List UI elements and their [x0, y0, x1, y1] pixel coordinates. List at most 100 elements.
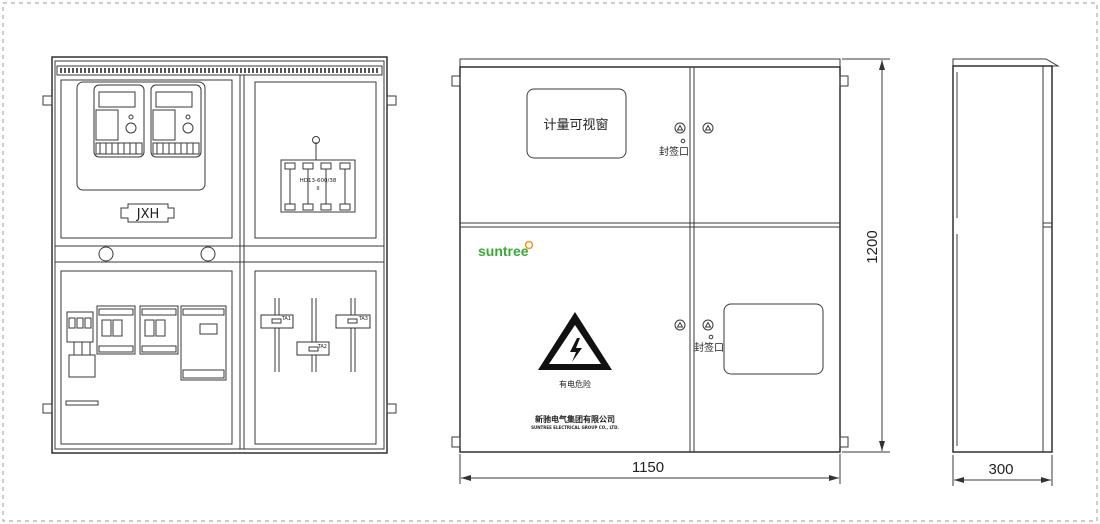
hinge-left-bottom: [42, 403, 53, 414]
rail-tooth: [304, 68, 306, 73]
brand-sun-icon: [524, 240, 534, 250]
ct-label-2: TA2: [317, 344, 327, 350]
rail-tooth: [292, 68, 294, 73]
rail-tooth: [296, 68, 298, 73]
rail-tooth: [376, 68, 378, 73]
rail-tooth: [188, 68, 190, 73]
rail-tooth: [80, 68, 82, 73]
rail-tooth: [348, 68, 350, 73]
breaker-compartment: [60, 270, 233, 445]
rail-tooth: [76, 68, 78, 73]
rail-tooth: [144, 68, 146, 73]
rail-tooth: [172, 68, 174, 73]
arrow-left-icon: [461, 475, 471, 481]
lightning-bolt-icon: [570, 338, 582, 362]
rail-tooth: [360, 68, 362, 73]
lower-viewing-window: [723, 303, 824, 375]
rail-tooth: [248, 68, 250, 73]
rail-tooth: [312, 68, 314, 73]
rail-tooth: [240, 68, 242, 73]
front-hinge-left-bottom: [451, 436, 461, 448]
brand-name: suntree: [478, 243, 529, 259]
rail-tooth: [344, 68, 346, 73]
rail-tooth: [68, 68, 70, 73]
rail-tooth: [252, 68, 254, 73]
front-top-cap: [459, 58, 841, 68]
rail-tooth: [232, 68, 234, 73]
hinge-right-bottom: [386, 403, 397, 414]
rail-tooth: [108, 68, 110, 73]
rail-tooth: [84, 68, 86, 73]
dim-height-text: 1200: [864, 230, 881, 263]
energy-meter-2: [150, 84, 202, 158]
rail-tooth: [288, 68, 290, 73]
side-view: 300: [952, 58, 1060, 486]
front-hinge-right-bottom: [839, 436, 849, 448]
rail-tooth: [92, 68, 94, 73]
circuit-breaker-1: [96, 305, 136, 355]
rail-tooth: [352, 68, 354, 73]
high-voltage-warning-sign: [538, 312, 612, 370]
rail-tooth: [136, 68, 138, 73]
rail-tooth: [340, 68, 342, 73]
rail-tooth: [116, 68, 118, 73]
rail-tooth: [152, 68, 154, 73]
meter-compartment: [60, 79, 233, 239]
front-hinge-left-top: [451, 75, 461, 87]
rail-tooth: [216, 68, 218, 73]
arrow-up-icon: [879, 60, 885, 70]
front-cabinet-body: [459, 66, 841, 453]
rail-tooth: [88, 68, 90, 73]
rail-tooth: [308, 68, 310, 73]
rail-tooth: [96, 68, 98, 73]
arrow-left-icon: [954, 477, 964, 483]
rail-tooth: [180, 68, 182, 73]
terminal-strip: [65, 400, 99, 406]
ct-label-3: TA3: [358, 316, 368, 322]
rail-tooth: [224, 68, 226, 73]
isolating-switch: HD13-600/38 II: [280, 136, 356, 213]
current-transformer-3: TA3: [335, 298, 371, 372]
rail-tooth: [244, 68, 246, 73]
rail-tooth: [328, 68, 330, 73]
rail-tooth: [128, 68, 130, 73]
rail-tooth: [120, 68, 122, 73]
rail-teeth: [60, 68, 378, 73]
seal-port-label-bottom: 封签口: [694, 341, 724, 354]
nameplate-text: JXH: [136, 207, 160, 222]
rail-tooth: [132, 68, 134, 73]
side-cabinet-body: [952, 65, 1053, 453]
cable-hole-right: [200, 246, 216, 262]
rail-tooth: [112, 68, 114, 73]
rail-tooth: [196, 68, 198, 73]
lock-icon: [702, 122, 714, 134]
rail-tooth: [64, 68, 66, 73]
cable-hole-left: [98, 246, 114, 262]
rail-tooth: [204, 68, 206, 73]
energy-meter-1: [93, 84, 145, 158]
rail-tooth: [324, 68, 326, 73]
arrow-down-icon: [879, 441, 885, 451]
seal-hole: [708, 334, 714, 340]
rail-tooth: [300, 68, 302, 73]
rail-tooth: [272, 68, 274, 73]
rail-tooth: [364, 68, 366, 73]
dim-depth-text: 300: [988, 461, 1013, 478]
rail-tooth: [236, 68, 238, 73]
seal-port-label-top: 封签口: [659, 145, 689, 158]
rail-tooth: [220, 68, 222, 73]
switch-label-sub: II: [316, 186, 320, 192]
front-hinge-right-top: [839, 75, 849, 87]
internal-view: JXH HD13-600/38 II: [42, 56, 397, 454]
ct-label-1: TA1: [281, 316, 291, 322]
rail-tooth: [332, 68, 334, 73]
current-transformer-2: TA2: [296, 298, 330, 372]
rail-tooth: [148, 68, 150, 73]
rail-tooth: [320, 68, 322, 73]
rail-tooth: [276, 68, 278, 73]
control-module: [180, 305, 227, 381]
arrow-right-icon: [829, 475, 839, 481]
